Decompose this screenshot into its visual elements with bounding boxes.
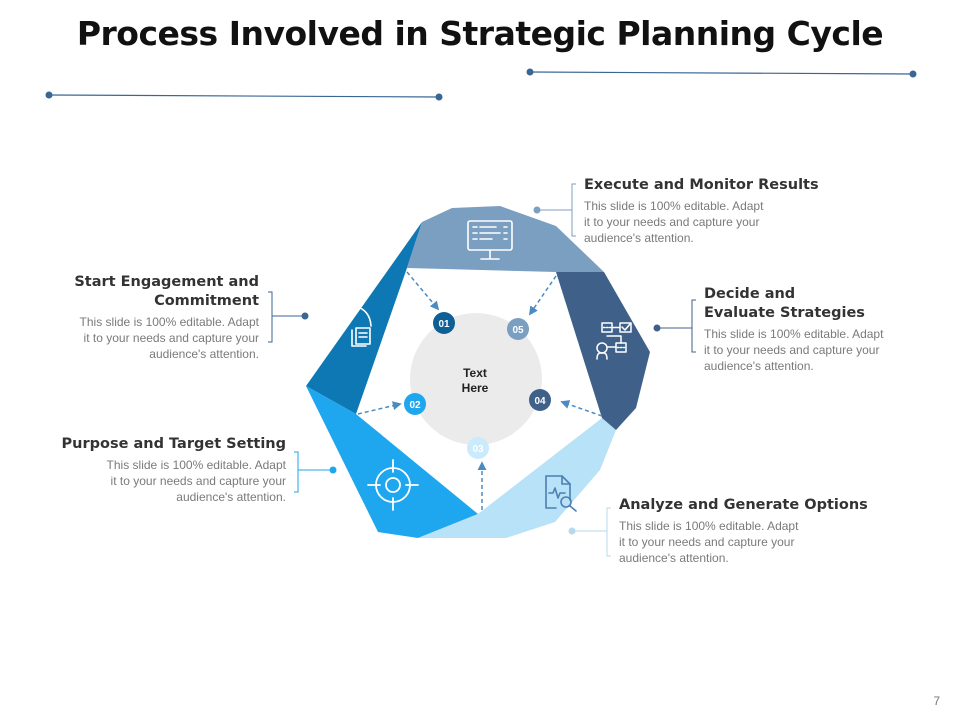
segment-step-02: [306, 386, 478, 538]
segment-step-03: [418, 418, 616, 538]
callout-step-04: Decide and Evaluate Strategies This slid…: [704, 285, 924, 374]
callout-step-02-description: This slide is 100% editable. Adapt it to…: [106, 458, 286, 504]
callout-step-05-description: This slide is 100% editable. Adapt it to…: [584, 199, 764, 245]
segment-step-01: [306, 222, 422, 414]
callout-step-04-description: This slide is 100% editable. Adapt it to…: [704, 327, 884, 373]
header-decor-line-right: [526, 68, 917, 78]
arrow-to-04: [560, 400, 603, 417]
callout-step-05-title: Execute and Monitor Results: [584, 177, 819, 193]
step-number-03: 03: [467, 437, 489, 459]
callout-step-01-description: This slide is 100% editable. Adapt it to…: [79, 315, 259, 361]
segment-step-04: [556, 272, 650, 430]
step-number-05: 05: [507, 318, 529, 340]
step-number-01: 01: [433, 312, 455, 334]
connector-step-05: [533, 183, 576, 237]
connector-step-03: [568, 507, 611, 557]
callout-step-03-description: This slide is 100% editable. Adapt it to…: [619, 519, 799, 565]
page-number: 7: [933, 694, 940, 708]
header-decor-line-left: [45, 91, 443, 101]
connector-step-02: [294, 451, 337, 493]
center-label: Text Here: [461, 366, 489, 395]
callout-step-04-title: Decide and Evaluate Strategies: [704, 286, 865, 321]
callout-step-05: Execute and Monitor Results This slide i…: [584, 176, 834, 246]
step-number-02: 02: [404, 393, 426, 415]
arrow-to-01: [406, 271, 440, 311]
svg-text:03: 03: [472, 444, 484, 455]
connector-step-04: [653, 299, 696, 353]
callout-step-01: Start Engagement and Commitment This sli…: [40, 273, 259, 362]
monitor-icon: [467, 220, 513, 260]
svg-text:02: 02: [409, 400, 421, 411]
decision-flow-icon: [596, 322, 632, 360]
step-number-04: 04: [529, 389, 551, 411]
target-icon: [367, 459, 419, 511]
arrow-to-05: [528, 275, 557, 316]
svg-text:01: 01: [438, 319, 450, 330]
connector-step-01: [268, 291, 309, 343]
svg-text:04: 04: [534, 396, 546, 407]
callout-step-03-title: Analyze and Generate Options: [619, 497, 868, 513]
callout-step-01-title: Start Engagement and Commitment: [74, 274, 259, 309]
arrow-to-02: [357, 401, 402, 415]
callout-step-03: Analyze and Generate Options This slide …: [619, 496, 889, 566]
svg-text:05: 05: [512, 325, 524, 336]
document-analysis-icon: [545, 475, 577, 512]
callout-step-02-title: Purpose and Target Setting: [61, 436, 286, 452]
team-conversation-icon: [322, 301, 372, 347]
center-circle: [410, 313, 542, 445]
callout-step-02: Purpose and Target Setting This slide is…: [46, 435, 286, 505]
page-title: Process Involved in Strategic Planning C…: [76, 14, 884, 53]
